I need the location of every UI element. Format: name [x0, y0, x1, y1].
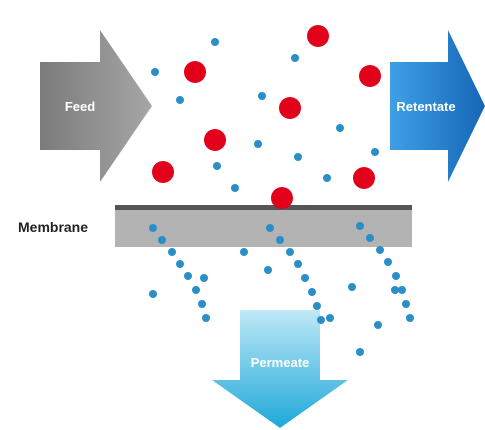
retentate-arrow-icon [390, 30, 485, 182]
feed-arrow-icon [40, 30, 152, 182]
small-particle [266, 224, 274, 232]
small-particle [198, 300, 206, 308]
membrane-label: Membrane [18, 219, 88, 235]
large-particle [353, 167, 375, 189]
small-particle [313, 302, 321, 310]
small-particle [168, 248, 176, 256]
small-particle [392, 272, 400, 280]
small-particle [402, 300, 410, 308]
small-particle [301, 274, 309, 282]
small-particle [213, 162, 221, 170]
small-particle [149, 290, 157, 298]
small-particle [258, 92, 266, 100]
small-particle [323, 174, 331, 182]
small-particle [356, 348, 364, 356]
small-particle [406, 314, 414, 322]
small-particle-group [149, 38, 414, 356]
small-particle [184, 272, 192, 280]
small-particle [294, 260, 302, 268]
large-particle [279, 97, 301, 119]
small-particle [211, 38, 219, 46]
membrane-top-edge [115, 205, 412, 210]
small-particle [348, 283, 356, 291]
small-particle [291, 54, 299, 62]
large-particle [184, 61, 206, 83]
small-particle [308, 288, 316, 296]
retentate-label: Retentate [396, 99, 455, 114]
small-particle [149, 224, 157, 232]
small-particle [376, 246, 384, 254]
small-particle [202, 314, 210, 322]
small-particle [276, 236, 284, 244]
permeate-label: Permeate [251, 355, 310, 370]
small-particle [336, 124, 344, 132]
small-particle [374, 321, 382, 329]
small-particle [366, 234, 374, 242]
small-particle [231, 184, 239, 192]
small-particle [176, 96, 184, 104]
small-particle [317, 316, 325, 324]
large-particle [307, 25, 329, 47]
small-particle [391, 286, 399, 294]
small-particle [398, 286, 406, 294]
feed-arrow: Feed [40, 30, 152, 182]
small-particle [176, 260, 184, 268]
feed-label: Feed [65, 99, 95, 114]
small-particle [200, 274, 208, 282]
small-particle [384, 258, 392, 266]
small-particle [240, 248, 248, 256]
large-particle [204, 129, 226, 151]
retentate-arrow: Retentate [390, 30, 485, 182]
small-particle [371, 148, 379, 156]
small-particle [192, 286, 200, 294]
small-particle [286, 248, 294, 256]
large-particle [271, 187, 293, 209]
small-particle [264, 266, 272, 274]
small-particle [151, 68, 159, 76]
permeate-arrow-icon [212, 310, 348, 428]
permeate-arrow: Permeate [212, 310, 348, 428]
small-particle [356, 222, 364, 230]
small-particle [326, 314, 334, 322]
small-particle [254, 140, 262, 148]
large-particle [152, 161, 174, 183]
small-particle [158, 236, 166, 244]
large-particle-group [152, 25, 381, 209]
small-particle [294, 153, 302, 161]
large-particle [359, 65, 381, 87]
